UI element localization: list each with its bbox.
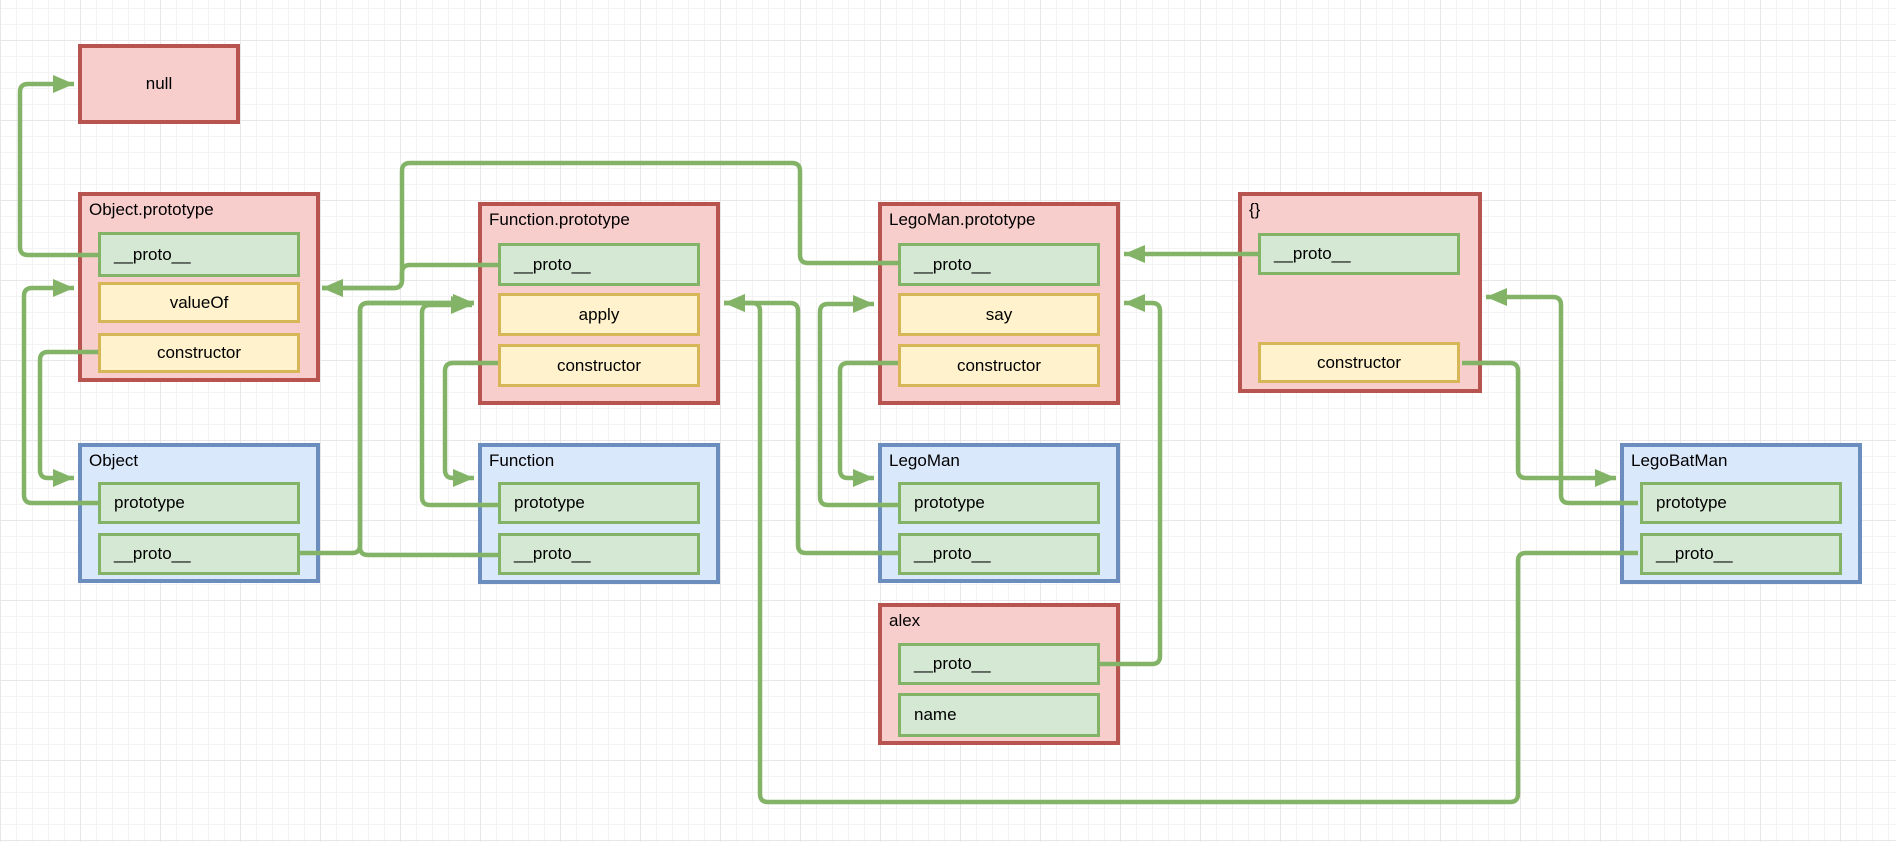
- legoman-box-row-proto[interactable]: __proto__: [898, 533, 1100, 575]
- legoman-box[interactable]: LegoMan prototype __proto__: [878, 443, 1120, 583]
- null-box[interactable]: null: [78, 44, 240, 124]
- legoman-box-row-prototype[interactable]: prototype: [898, 482, 1100, 524]
- object-prototype-title: Object.prototype: [89, 200, 214, 219]
- object-box[interactable]: Object prototype __proto__: [78, 443, 320, 583]
- function-prototype-row-proto[interactable]: __proto__: [498, 243, 700, 286]
- function-prototype-row-constructor[interactable]: constructor: [498, 344, 700, 387]
- legobatman-box-row-proto[interactable]: __proto__: [1640, 533, 1842, 575]
- edge-legobatman-prototype-row-to-emptyobject[interactable]: [1486, 288, 1638, 506]
- object-box-row-prototype[interactable]: prototype: [98, 482, 300, 524]
- alex-box-row-proto[interactable]: __proto__: [898, 643, 1100, 685]
- function-prototype[interactable]: Function.prototype __proto__apply construc…: [478, 202, 720, 405]
- edge-emptyobject-constructor-to-legobatman[interactable]: [1462, 360, 1616, 487]
- empty-object-row-constructor[interactable]: constructor: [1258, 342, 1460, 383]
- legoman-prototype-row-say[interactable]: say: [898, 293, 1100, 336]
- edge-object-proto-to-functionprototype[interactable]: [300, 294, 474, 556]
- object-prototype[interactable]: Object.prototype __proto__ valueOf construc…: [78, 192, 320, 382]
- legoman-prototype[interactable]: LegoMan.prototype __proto__say constructor: [878, 202, 1120, 405]
- function-box-row-prototype[interactable]: prototype: [498, 482, 700, 524]
- legobatman-box-row-prototype[interactable]: prototype: [1640, 482, 1842, 524]
- legobatman-box[interactable]: LegoBatMan prototype __proto__: [1620, 443, 1862, 584]
- legoman-box-title: LegoMan: [889, 451, 960, 470]
- edge-functionprototype-proto-to-objectprototype[interactable]: [322, 262, 498, 297]
- legobatman-box-title: LegoBatMan: [1631, 451, 1728, 470]
- alex-box-title: alex: [889, 611, 921, 630]
- object-prototype-row-proto[interactable]: __proto__: [98, 232, 300, 277]
- empty-object-row-proto[interactable]: __proto__: [1258, 233, 1460, 275]
- object-box-row-proto[interactable]: __proto__: [98, 533, 300, 575]
- legoman-prototype-row-proto[interactable]: __proto__: [898, 243, 1100, 286]
- null-box-title: null: [145, 74, 173, 93]
- function-prototype-title: Function.prototype: [489, 210, 630, 229]
- edge-legoman-proto-to-functionprototype[interactable]: [724, 294, 898, 556]
- object-prototype-row-valueof[interactable]: valueOf: [98, 282, 300, 323]
- function-box-row-proto[interactable]: __proto__: [498, 533, 700, 575]
- function-prototype-row-apply[interactable]: apply: [498, 293, 700, 336]
- alex-box-row-name[interactable]: name: [898, 693, 1100, 737]
- legoman-prototype-row-constructor[interactable]: constructor: [898, 344, 1100, 387]
- object-prototype-row-constructor[interactable]: constructor: [98, 333, 300, 373]
- object-box-title: Object: [89, 451, 139, 470]
- empty-object[interactable]: {} __proto__ constructor: [1238, 192, 1482, 393]
- function-box[interactable]: Function prototype __proto__: [478, 443, 720, 584]
- legoman-prototype-title: LegoMan.prototype: [889, 210, 1036, 229]
- edge-legobatman-proto-to-functionprototype[interactable]: [724, 294, 1638, 805]
- empty-object-title: {}: [1249, 200, 1261, 219]
- alex-box[interactable]: alex __proto__name: [878, 603, 1120, 745]
- function-box-title: Function: [489, 451, 555, 470]
